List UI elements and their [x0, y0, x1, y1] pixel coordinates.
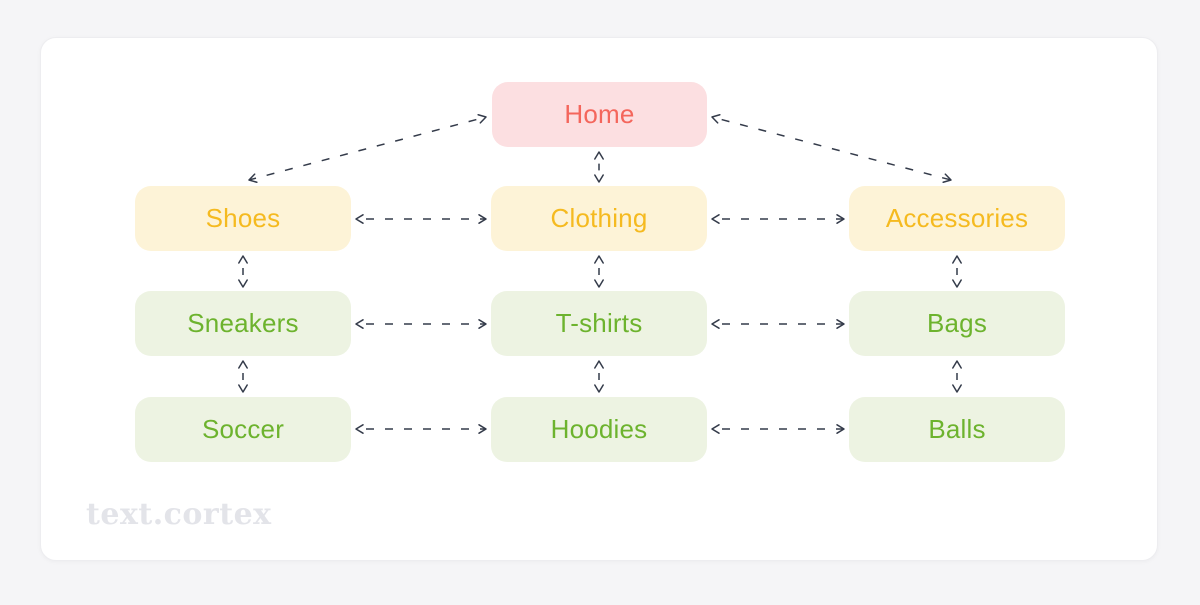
node-accessories: Accessories — [849, 186, 1065, 251]
node-bags: Bags — [849, 291, 1065, 356]
node-tshirts: T-shirts — [491, 291, 707, 356]
node-bags-label: Bags — [926, 308, 988, 338]
node-balls: Balls — [849, 397, 1065, 462]
node-tshirts-label: T-shirts — [555, 308, 643, 338]
node-soccer: Soccer — [135, 397, 351, 462]
watermark: text.cortex — [86, 497, 272, 532]
node-hoodies: Hoodies — [491, 397, 707, 462]
node-home-label: Home — [564, 99, 635, 129]
node-sneakers-label: Sneakers — [187, 308, 299, 338]
node-shoes: Shoes — [135, 186, 351, 251]
node-soccer-label: Soccer — [201, 414, 285, 444]
node-shoes-label: Shoes — [205, 203, 281, 233]
node-balls-label: Balls — [928, 414, 986, 444]
node-clothing: Clothing — [491, 186, 707, 251]
node-accessories-label: Accessories — [885, 203, 1029, 233]
node-hoodies-label: Hoodies — [550, 414, 648, 444]
node-sneakers: Sneakers — [135, 291, 351, 356]
node-clothing-label: Clothing — [550, 203, 648, 233]
node-home: Home — [492, 82, 707, 147]
